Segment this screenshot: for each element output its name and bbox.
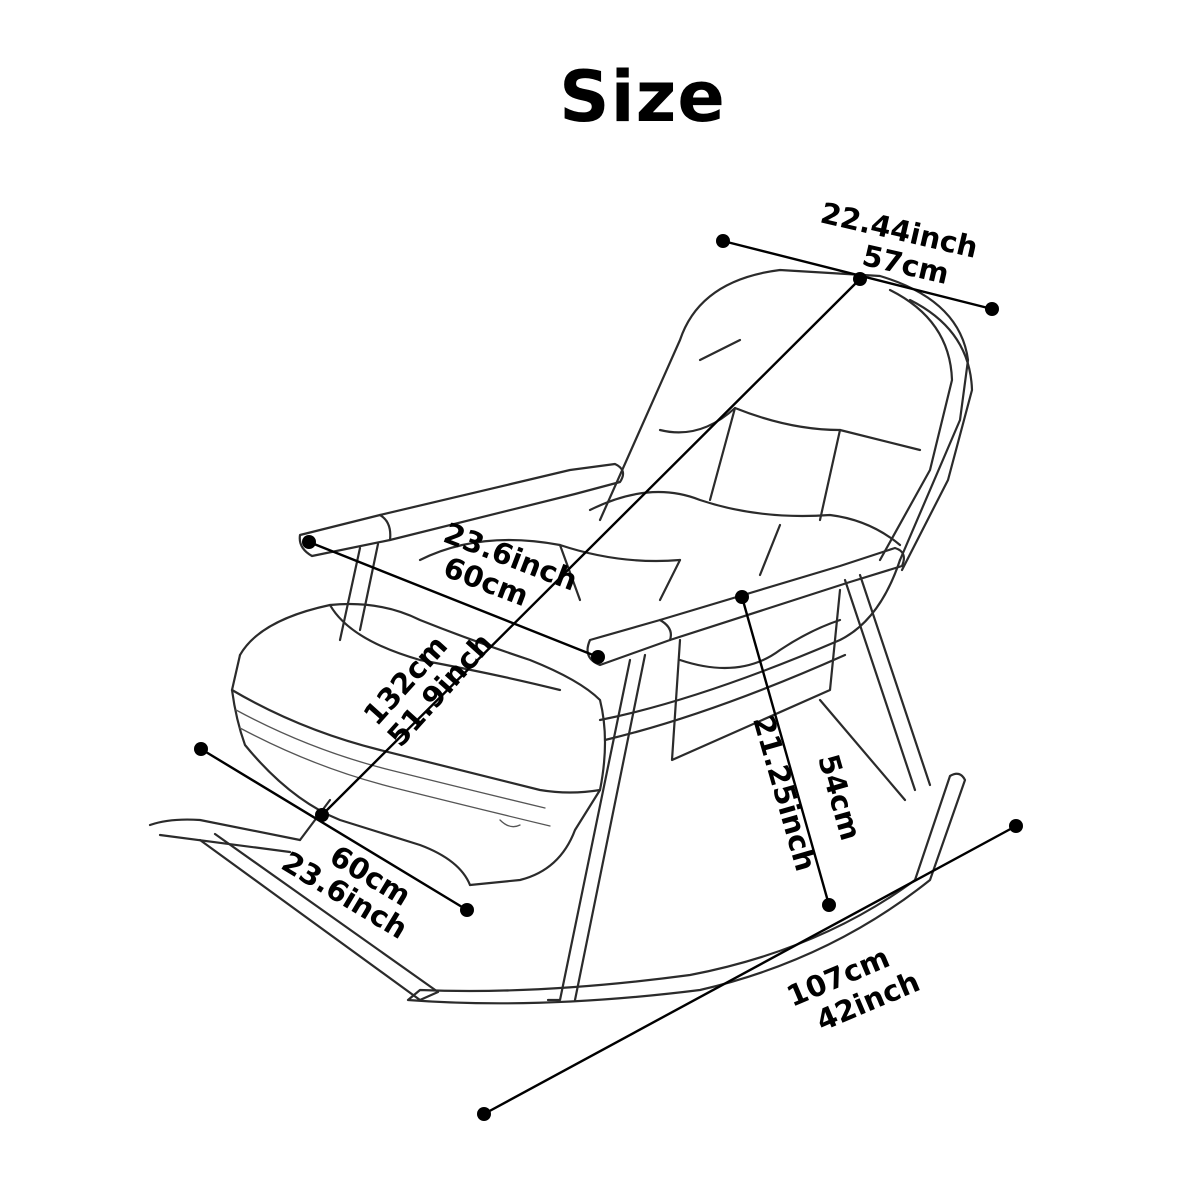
dim-endpoint bbox=[194, 742, 208, 756]
dim-line-seat-front-width bbox=[199, 747, 469, 912]
label-arm-height-cm: 54cm bbox=[811, 750, 868, 844]
label-arm-height-inch: 21.25inch bbox=[746, 712, 823, 875]
dim-endpoint bbox=[853, 272, 867, 286]
dim-endpoint bbox=[822, 898, 836, 912]
page-title: Size bbox=[559, 56, 726, 138]
dim-endpoint bbox=[985, 302, 999, 316]
dim-endpoint bbox=[591, 650, 605, 664]
dim-line-arm-height bbox=[740, 595, 831, 907]
dim-endpoint bbox=[477, 1107, 491, 1121]
dim-line-arm-width bbox=[307, 540, 600, 659]
dim-endpoint bbox=[735, 590, 749, 604]
dim-endpoint bbox=[315, 808, 329, 822]
rocking-chair-illustration bbox=[148, 268, 974, 1005]
dim-endpoint bbox=[716, 234, 730, 248]
dim-endpoint bbox=[460, 903, 474, 917]
dim-endpoint bbox=[302, 535, 316, 549]
dim-line-rocker-length bbox=[482, 824, 1018, 1116]
dim-endpoint bbox=[1009, 819, 1023, 833]
dim-line-total-length bbox=[320, 277, 862, 817]
